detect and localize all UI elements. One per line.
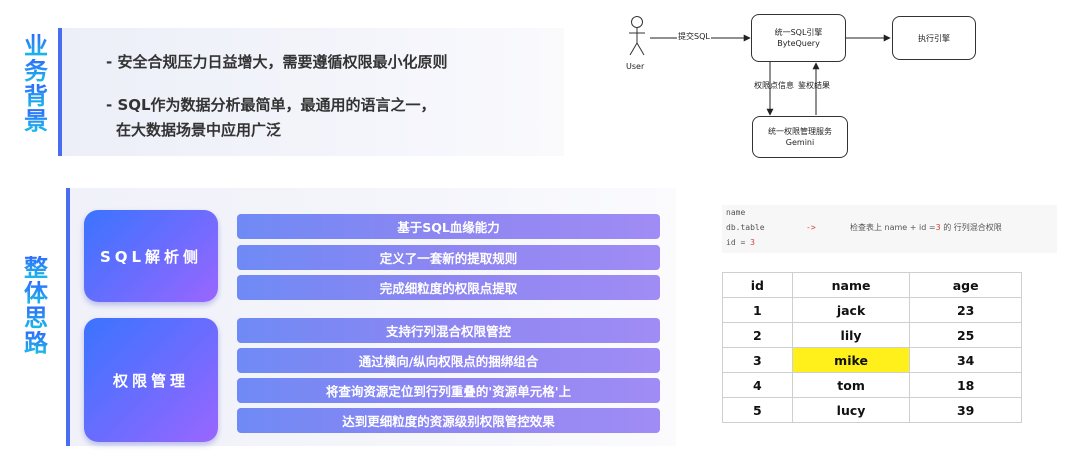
code-id-value: 3 xyxy=(750,238,755,247)
cell-age: 23 xyxy=(909,297,1022,323)
column-header-name: name xyxy=(791,272,911,298)
title-char: 业 xyxy=(24,32,48,60)
auth-result-label: 鉴权结果 xyxy=(798,81,830,90)
column-header-id: id xyxy=(722,272,793,298)
code-snippet: name db.table -> 检查表上 name + id =3 的 行列混… xyxy=(722,205,1057,253)
cell-age: 34 xyxy=(909,347,1022,373)
sample-data-table: id name age 1 jack 23 2 lily 25 3 mike 3… xyxy=(722,272,1022,423)
title-char: 体 xyxy=(24,279,48,307)
table-row: 4 tom 18 xyxy=(722,372,1022,398)
permission-service-product: Gemini xyxy=(785,138,815,147)
sql-item: 定义了一套新的提取规则 xyxy=(237,245,660,270)
cell-age: 25 xyxy=(909,322,1022,348)
cell-name: tom xyxy=(791,372,911,398)
sql-item: 完成细粒度的权限点提取 xyxy=(237,275,660,300)
table-row: 5 lucy 39 xyxy=(722,397,1022,423)
section-title-background: 业 务 背 景 xyxy=(24,34,48,134)
sql-item: 基于SQL血缘能力 xyxy=(237,214,660,239)
cell-name: jack xyxy=(791,297,911,323)
background-point-2-continued: 在大数据场景中应用广泛 xyxy=(116,121,282,139)
perm-item: 通过横向/纵向权限点的捆绑组合 xyxy=(237,348,660,373)
user-label: User xyxy=(626,62,645,71)
card-sql-parsing: SQL解析侧 xyxy=(84,210,218,302)
cell-name-highlighted: mike xyxy=(791,347,911,373)
title-char: 背 xyxy=(24,82,48,110)
permission-service-name: 统一权限管理服务 xyxy=(768,127,832,136)
cell-age: 18 xyxy=(909,372,1022,398)
cell-id: 3 xyxy=(722,347,793,373)
title-char: 务 xyxy=(24,57,48,85)
cell-name: lucy xyxy=(791,397,911,423)
table-row: 1 jack 23 xyxy=(722,297,1022,323)
background-point-1: - 安全合规压力日益增大，需要遵循权限最小化原则 xyxy=(106,53,448,71)
background-point-2: - SQL作为数据分析最简单，最通用的语言之一， xyxy=(106,96,436,114)
card-permission-management: 权限管理 xyxy=(84,318,218,442)
section-title-approach: 整 体 思 路 xyxy=(24,256,48,356)
permission-info-label: 权限点信息 xyxy=(754,81,794,90)
code-comment-suffix: 的 行列混合权限 xyxy=(940,223,1002,232)
unified-sql-engine-box: 统一SQL引擎 ByteQuery xyxy=(751,14,846,62)
user-icon xyxy=(629,16,645,56)
submit-sql-label: 提交SQL xyxy=(677,31,711,42)
title-char: 景 xyxy=(24,107,48,135)
perm-item: 达到更细粒度的资源级别权限管控效果 xyxy=(237,408,660,433)
cell-id: 1 xyxy=(722,297,793,323)
code-table-ref: db.table xyxy=(726,223,765,232)
cell-id: 4 xyxy=(722,372,793,398)
execution-engine-box: 执行引擎 xyxy=(892,16,976,60)
cell-name: lily xyxy=(791,322,911,348)
engine-name: 统一SQL引擎 xyxy=(774,28,823,37)
background-panel: - 安全合规压力日益增大，需要遵循权限最小化原则 - SQL作为数据分析最简单，… xyxy=(58,28,564,156)
cell-id: 5 xyxy=(722,397,793,423)
code-comment-text: 检查表上 name + id = xyxy=(850,223,936,232)
title-char: 路 xyxy=(24,329,48,357)
code-line-1: name xyxy=(726,208,746,217)
accent-bar xyxy=(58,28,62,156)
engine-product: ByteQuery xyxy=(777,39,820,48)
execution-engine-label: 执行引擎 xyxy=(918,33,950,43)
architecture-flow-diagram: User 提交SQL 统一SQL引擎 ByteQuery 执行引擎 权限点信息 … xyxy=(620,0,1000,165)
title-char: 整 xyxy=(24,254,48,282)
code-arrow: -> xyxy=(806,223,816,232)
column-header-age: age xyxy=(909,272,1022,298)
perm-item: 支持行列混合权限管控 xyxy=(237,318,660,343)
cell-id: 2 xyxy=(722,322,793,348)
code-comment: 检查表上 name + id =3 的 行列混合权限 xyxy=(850,221,1002,235)
cell-age: 39 xyxy=(909,397,1022,423)
code-line-3: id = 3 xyxy=(726,236,755,250)
title-char: 思 xyxy=(24,304,48,332)
permission-service-box: 统一权限管理服务 Gemini xyxy=(752,116,848,158)
code-id-expr: id = xyxy=(726,238,751,247)
code-line-2: db.table xyxy=(726,221,765,235)
perm-item: 将查询资源定位到行列重叠的'资源单元格'上 xyxy=(237,378,660,403)
table-row: 2 lily 25 xyxy=(722,322,1022,348)
table-header-row: id name age xyxy=(722,272,1022,298)
table-row: 3 mike 34 xyxy=(722,347,1022,373)
code-comment-number: 3 xyxy=(935,223,941,232)
accent-bar xyxy=(66,188,70,446)
